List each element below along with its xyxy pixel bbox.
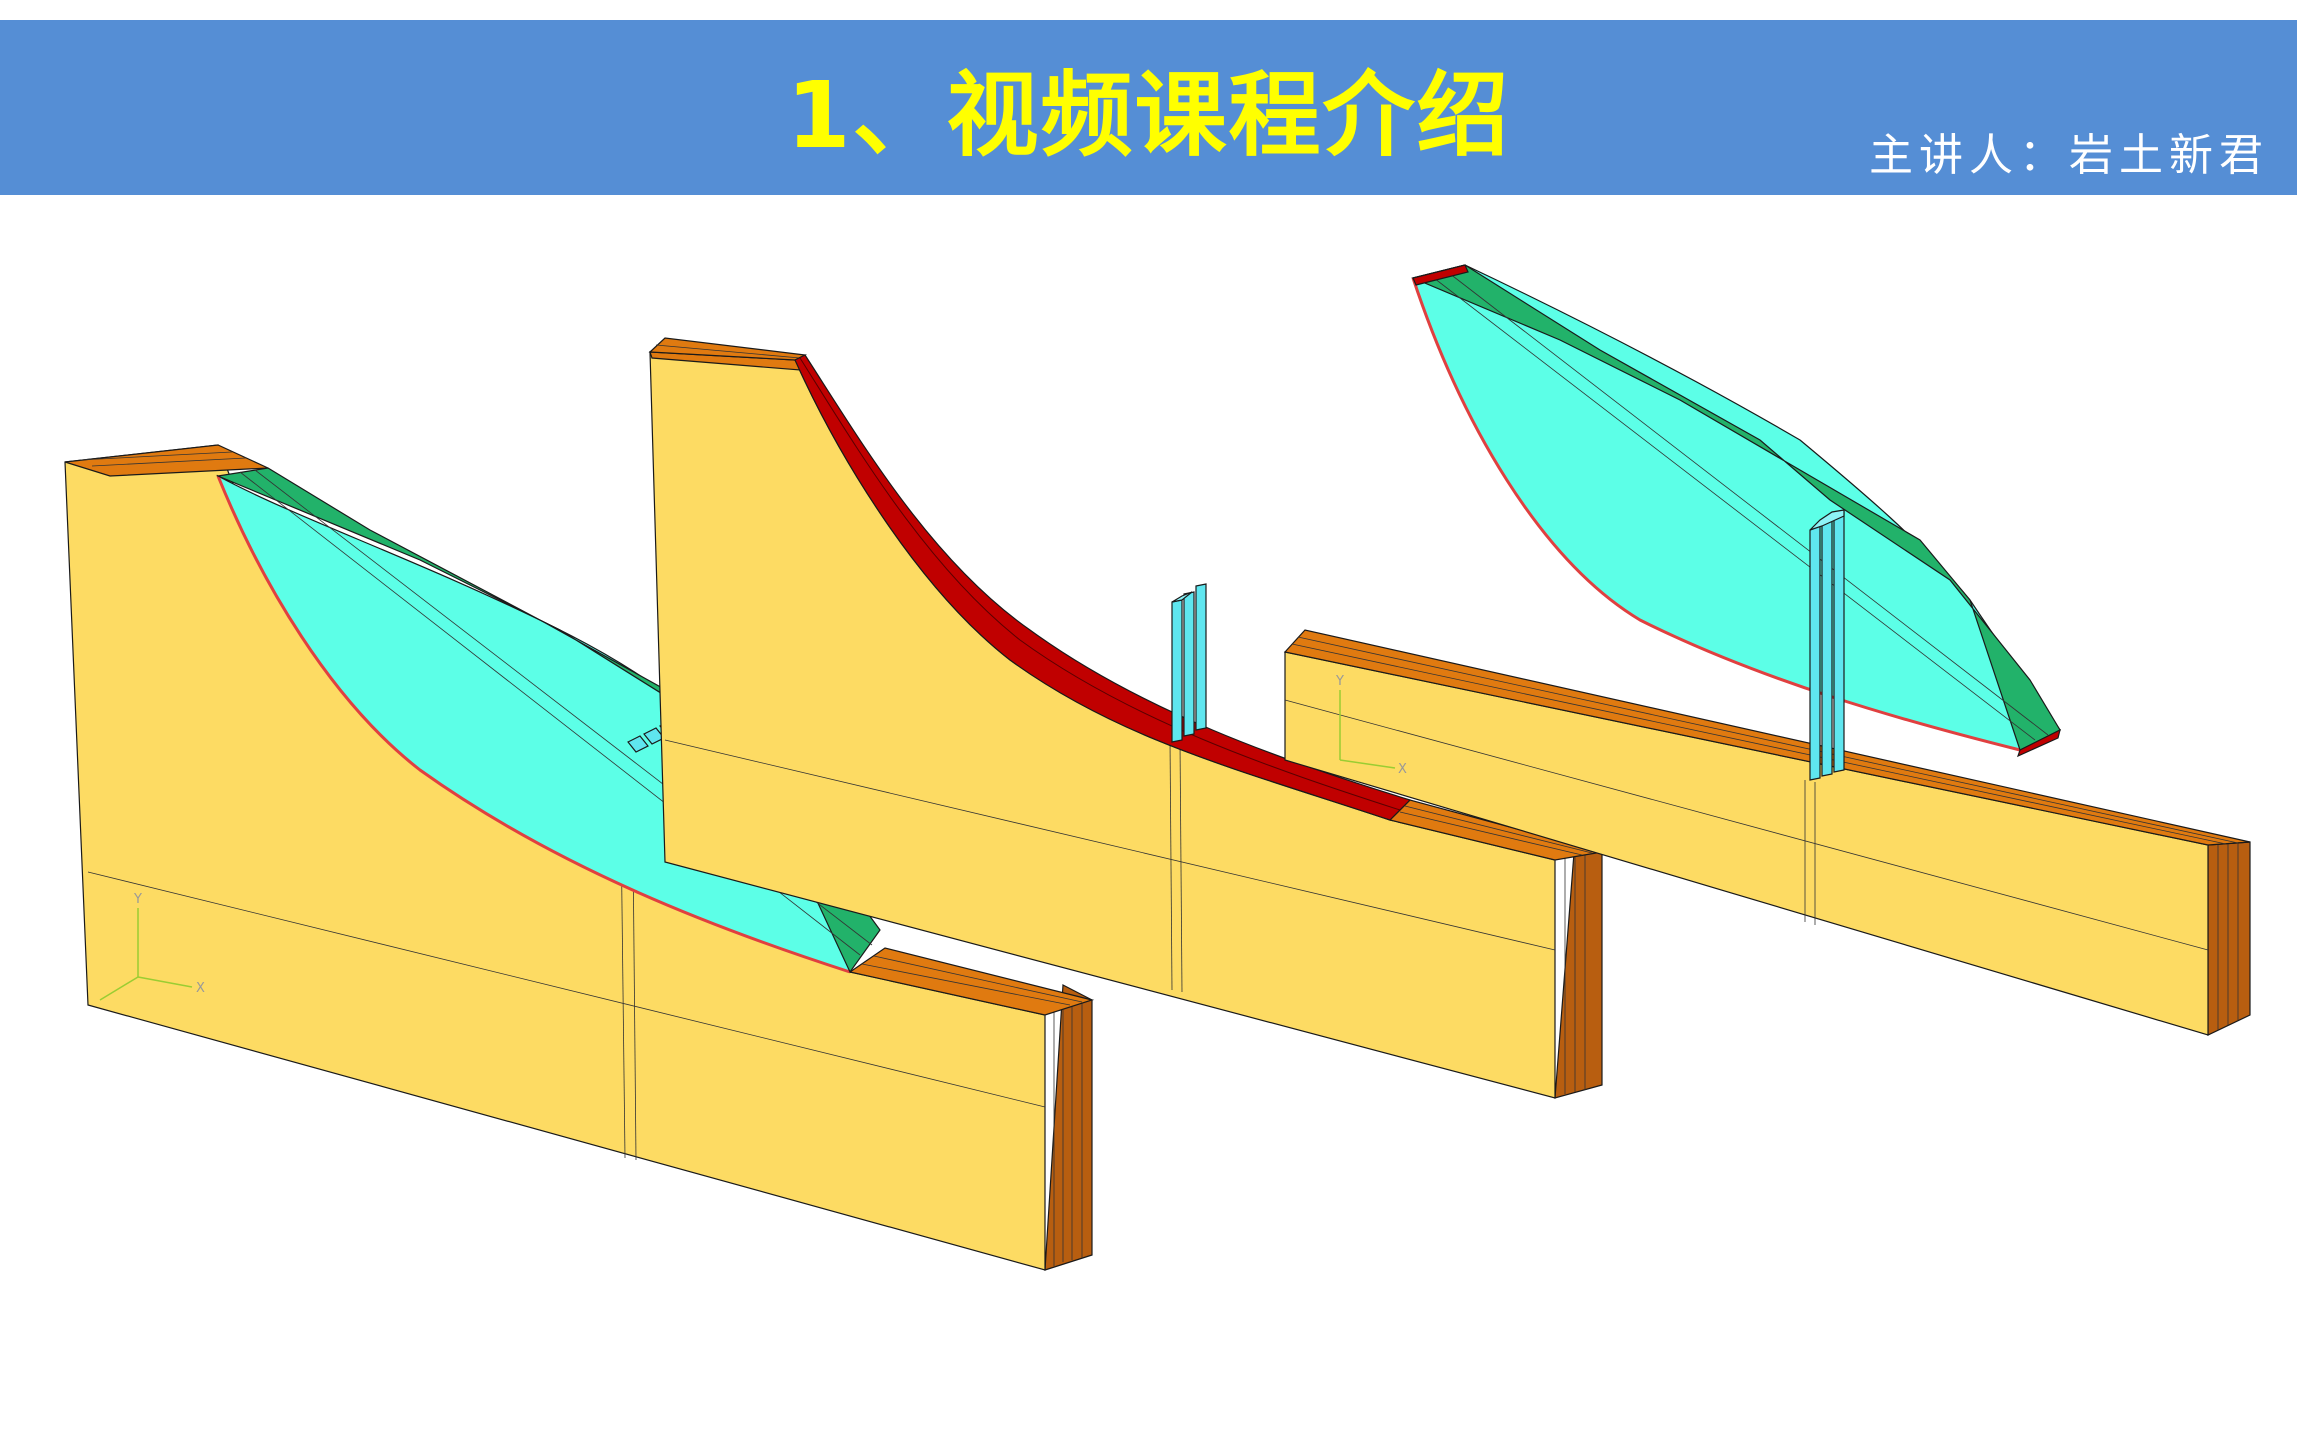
axis-label-y-3: Y	[1335, 674, 1344, 689]
header-bar: 1、视频课程介绍 主讲人：岩土新君	[0, 20, 2297, 195]
axis-label-x-1: X	[196, 981, 205, 996]
page-title: 1、视频课程介绍	[786, 62, 1511, 169]
axis-label-x-3: X	[1398, 762, 1407, 777]
model-3-slope: Y X	[1283, 264, 2251, 1036]
axis-label-y-1: Y	[133, 892, 142, 907]
presenter-label: 主讲人：岩土新君	[1869, 130, 2269, 181]
model-2-slope	[648, 337, 1603, 1099]
